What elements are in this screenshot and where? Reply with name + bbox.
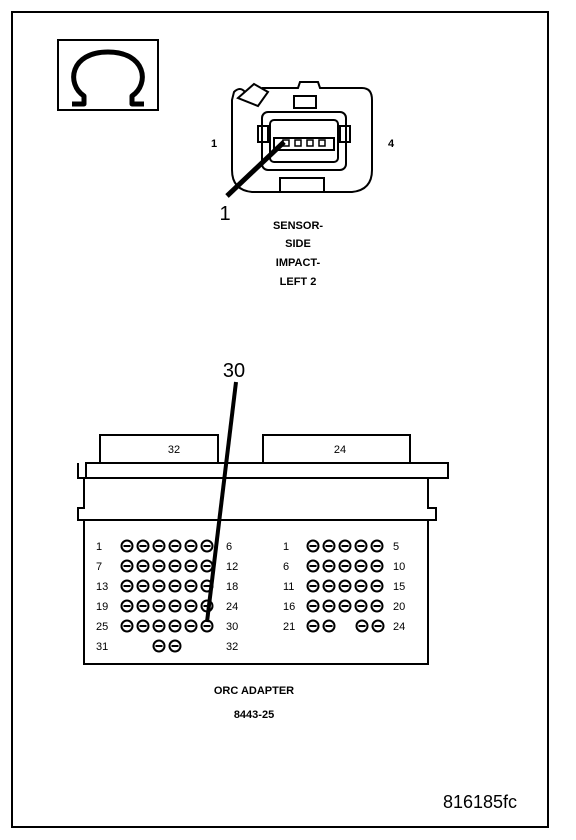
figure-id: 816185fc xyxy=(443,792,517,812)
cavity-row-number: 15 xyxy=(393,581,405,593)
cavity-row-number: 19 xyxy=(96,601,108,613)
figure-frame xyxy=(11,11,549,828)
cavity-row-number: 25 xyxy=(96,621,108,633)
cavity-row-number: 11 xyxy=(283,581,294,593)
adapter-label-line-2: 8443-25 xyxy=(234,709,274,721)
cavity-row-number: 30 xyxy=(226,621,238,633)
cavity-row-number: 6 xyxy=(226,541,232,553)
sensor-pin-left-label: 1 xyxy=(211,138,217,150)
cavity-row-number: 24 xyxy=(393,621,405,633)
cavity-row-number: 1 xyxy=(283,541,289,553)
cavity-row-number: 18 xyxy=(226,581,238,593)
cavity-row-number: 31 xyxy=(96,641,108,653)
adapter-tab-right-label: 24 xyxy=(334,444,346,456)
cavity-row-number: 13 xyxy=(96,581,108,593)
sensor-connector xyxy=(231,81,373,193)
cavity-row-number: 21 xyxy=(283,621,295,633)
adapter-cavity-grid-left: 1 6 7 12 13 18 19 24 25 30 31 32 xyxy=(96,539,238,653)
cavity-row-number: 10 xyxy=(393,561,405,573)
cavity-row-number: 32 xyxy=(226,641,238,653)
cavity-row-number: 12 xyxy=(226,561,238,573)
sensor-label-line-3: IMPACT- xyxy=(276,257,321,269)
cavity-row-number: 5 xyxy=(393,541,399,553)
adapter-callout-number: 30 xyxy=(223,360,245,382)
sensor-pin-right-label: 4 xyxy=(388,138,395,150)
cavity-row-number: 6 xyxy=(283,561,289,573)
cavity-row-number: 1 xyxy=(96,541,102,553)
cavity-row-number: 24 xyxy=(226,601,238,613)
cavity-row-number: 20 xyxy=(393,601,405,613)
sensor-callout-number: 1 xyxy=(219,203,230,225)
sensor-callout-arrow xyxy=(225,140,286,198)
adapter-label-line-1: ORC ADAPTER xyxy=(214,685,294,697)
cavity-row-number: 7 xyxy=(96,561,102,573)
ohmmeter-icon xyxy=(57,39,159,111)
sensor-label-line-2: SIDE xyxy=(285,238,311,250)
sensor-label-line-1: SENSOR- xyxy=(273,220,323,232)
adapter-tab-left-label: 32 xyxy=(168,444,180,456)
cavity-row-number: 16 xyxy=(283,601,295,613)
orc-adapter-housing xyxy=(77,434,449,665)
sensor-label-line-4: LEFT 2 xyxy=(280,276,317,288)
adapter-callout-arrow xyxy=(205,381,238,623)
